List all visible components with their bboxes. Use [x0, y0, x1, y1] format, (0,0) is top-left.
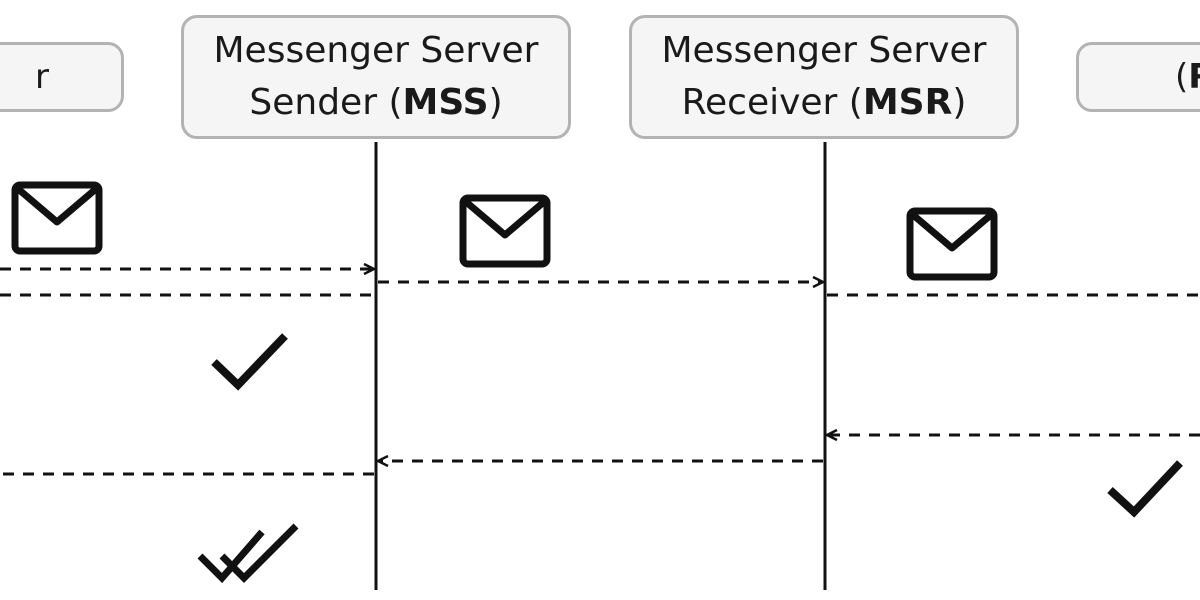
actor-msr: Messenger Server Receiver (MSR) — [629, 15, 1019, 139]
actor-name-suffix: r — [35, 57, 49, 97]
envelope-icon — [11, 181, 103, 255]
actor-name-suffix: ) — [952, 82, 967, 123]
actor-abbreviation: MSS — [402, 82, 489, 123]
envelope-icon — [906, 207, 998, 281]
actor-name-prefix: ( — [1175, 57, 1189, 97]
actor-left-partial: r — [0, 42, 124, 112]
actor-name-line: Sender (MSS) — [184, 77, 568, 129]
actor-title-line: Messenger Server — [213, 30, 539, 71]
envelope-icon — [459, 194, 551, 268]
actor-title-line: Messenger Server — [661, 30, 987, 71]
check-icon — [1107, 460, 1183, 518]
actor-name-prefix: Receiver ( — [681, 82, 863, 123]
double-check-icon — [197, 523, 299, 584]
actor-name-line: (R — [1175, 51, 1200, 103]
actor-name-prefix: Sender ( — [249, 82, 403, 123]
actor-name-line: r — [0, 51, 121, 103]
actor-name-suffix: ) — [488, 82, 503, 123]
actor-right-partial: (R — [1076, 42, 1200, 112]
actor-name-line: Receiver (MSR) — [632, 77, 1016, 129]
check-icon — [211, 333, 288, 391]
actor-abbreviation: R — [1188, 57, 1200, 97]
actor-abbreviation: MSR — [862, 82, 953, 123]
actor-mss: Messenger Server Sender (MSS) — [181, 15, 571, 139]
